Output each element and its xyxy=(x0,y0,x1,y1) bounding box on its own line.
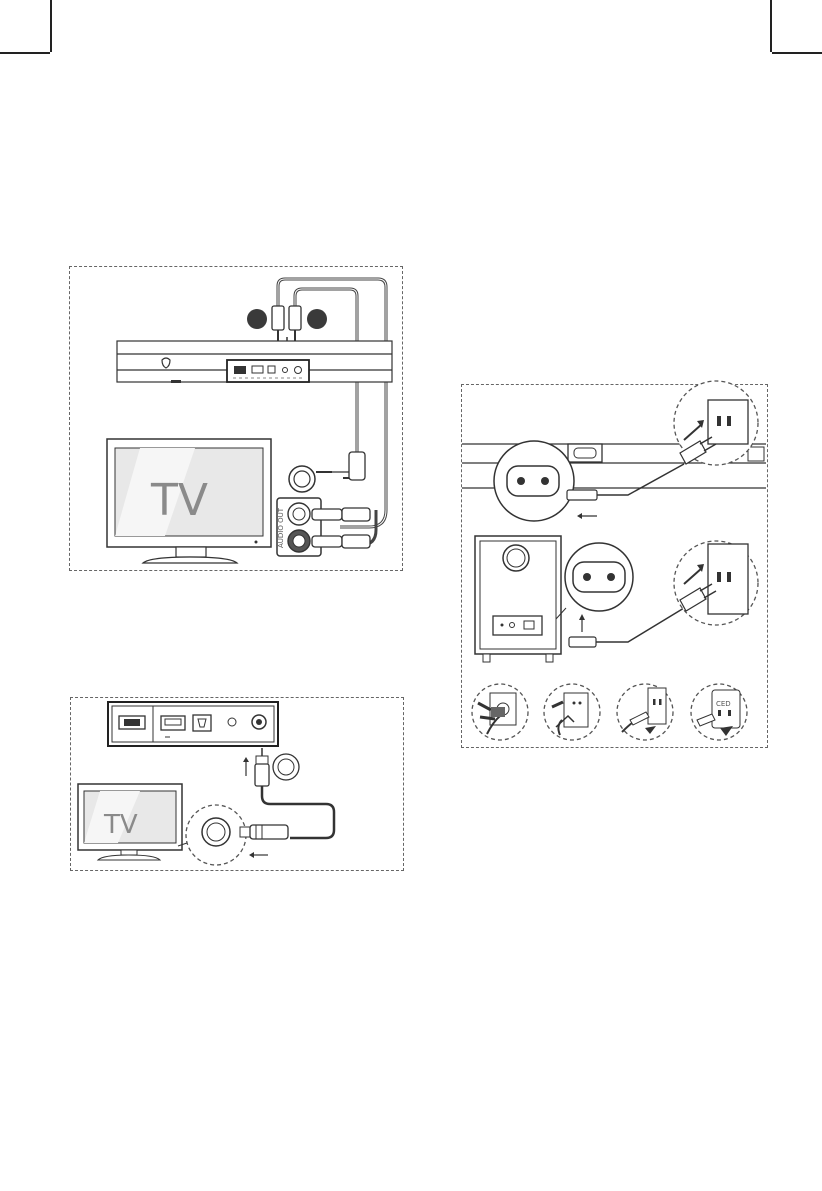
wall-outlet-code: CED xyxy=(716,700,731,708)
